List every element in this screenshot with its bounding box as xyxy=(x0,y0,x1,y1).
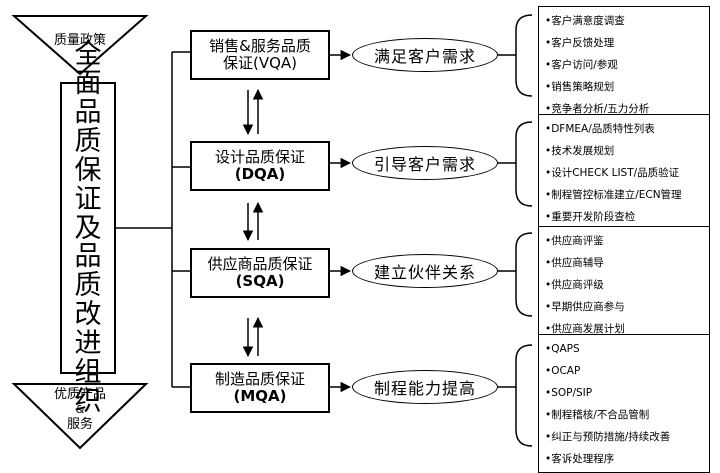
list-item: •SOP/SIP xyxy=(545,387,593,399)
org-title-char: 证 xyxy=(74,183,102,215)
product-label-line3: 服务 xyxy=(66,417,93,432)
org-title-char: 品 xyxy=(74,97,102,129)
list-item: •设计CHECK LIST/品质验证 xyxy=(545,167,680,179)
product-label: 优质产品 & 服务 xyxy=(40,387,120,433)
org-title-char: 织 xyxy=(74,385,102,417)
vqa-goal-oval: 满足客户需求 xyxy=(352,38,498,72)
mqa-goal-oval: 制程能力提高 xyxy=(352,370,498,404)
sqa-activity-list: •供应商评鉴 •供应商辅导 •供应商评级 •早期供应商参与 •供应商发展计划 xyxy=(538,226,710,343)
list-item: •客户访问/参观 xyxy=(545,59,618,71)
list-item: •制程稽核/不合品管制 xyxy=(545,409,650,421)
org-title-char: 全 xyxy=(74,39,102,71)
list-item: •竞争者分析/五力分析 xyxy=(545,103,650,115)
list-item: •制程管控标准建立/ECN管理 xyxy=(545,189,682,201)
sqa-goal-oval: 建立伙伴关系 xyxy=(352,254,498,288)
product-triangle xyxy=(11,383,149,450)
list-item: •纠正与预防措施/持续改善 xyxy=(545,431,671,443)
vqa-abbr: 保证(VQA) xyxy=(222,54,298,72)
mqa-abbr: (MQA) xyxy=(233,387,287,405)
policy-triangle xyxy=(11,15,149,76)
sqa-name: 供应商品质保证 xyxy=(207,254,313,273)
list-item: •QAPS xyxy=(545,343,580,355)
product-label-line2: & xyxy=(75,403,85,417)
mqa-box: 制造品质保证 (MQA) xyxy=(190,363,330,413)
dqa-goal-oval: 引导客户需求 xyxy=(352,146,498,180)
list-item: •技术发展规划 xyxy=(545,145,615,157)
list-item: •客户反馈处理 xyxy=(545,37,615,49)
org-title-char: 保 xyxy=(74,154,102,186)
list-item: •客户满意度调查 xyxy=(545,15,625,27)
policy-label: 质量政策 xyxy=(53,33,106,48)
list-item: •供应商评级 xyxy=(545,279,604,291)
org-title-char: 品 xyxy=(74,241,102,273)
vqa-activity-list: •客户满意度调查 •客户反馈处理 •客户访问/参观 •销售策略规划 •竞争者分析… xyxy=(538,6,710,123)
dqa-name: 设计品质保证 xyxy=(214,147,305,166)
list-item: •销售策略规划 xyxy=(545,81,615,93)
list-item: •DFMEA/品质特性列表 xyxy=(545,123,655,135)
org-title-char: 进 xyxy=(74,328,102,360)
org-title-char: 质 xyxy=(74,270,102,302)
list-item: •早期供应商参与 xyxy=(545,301,625,313)
list-item: •供应商发展计划 xyxy=(545,323,625,335)
dqa-box: 设计品质保证 (DQA) xyxy=(190,141,330,191)
org-title-char: 质 xyxy=(74,125,102,157)
sqa-abbr: (SQA) xyxy=(235,272,285,290)
vqa-box: 销售&服务品质 保证(VQA) xyxy=(190,30,330,80)
org-title-char: 面 xyxy=(74,68,102,100)
vqa-name: 销售&服务品质 xyxy=(209,36,311,55)
mqa-name: 制造品质保证 xyxy=(214,369,305,388)
dqa-abbr: (DQA) xyxy=(234,165,286,183)
list-item: •供应商评鉴 xyxy=(545,235,604,247)
list-item: •客诉处理程序 xyxy=(545,453,615,465)
list-item: •OCAP xyxy=(545,365,581,377)
org-title-char: 及 xyxy=(74,212,102,244)
mqa-activity-list: •QAPS •OCAP •SOP/SIP •制程稽核/不合品管制 •纠正与预防措… xyxy=(538,334,710,473)
connector-lines xyxy=(11,14,533,450)
dqa-activity-list: •DFMEA/品质特性列表 •技术发展规划 •设计CHECK LIST/品质验证… xyxy=(538,114,710,231)
org-title-char: 组 xyxy=(74,356,102,388)
list-item: •供应商辅导 xyxy=(545,257,604,269)
list-item: •重要开发阶段查检 xyxy=(545,211,636,223)
org-title-box: 全 面 品 质 保 证 及 品 质 改 进 组 织 xyxy=(60,40,116,416)
org-title-char: 改 xyxy=(74,299,102,331)
product-label-line1: 优质产品 xyxy=(53,387,106,402)
sqa-box: 供应商品质保证 (SQA) xyxy=(190,248,330,298)
